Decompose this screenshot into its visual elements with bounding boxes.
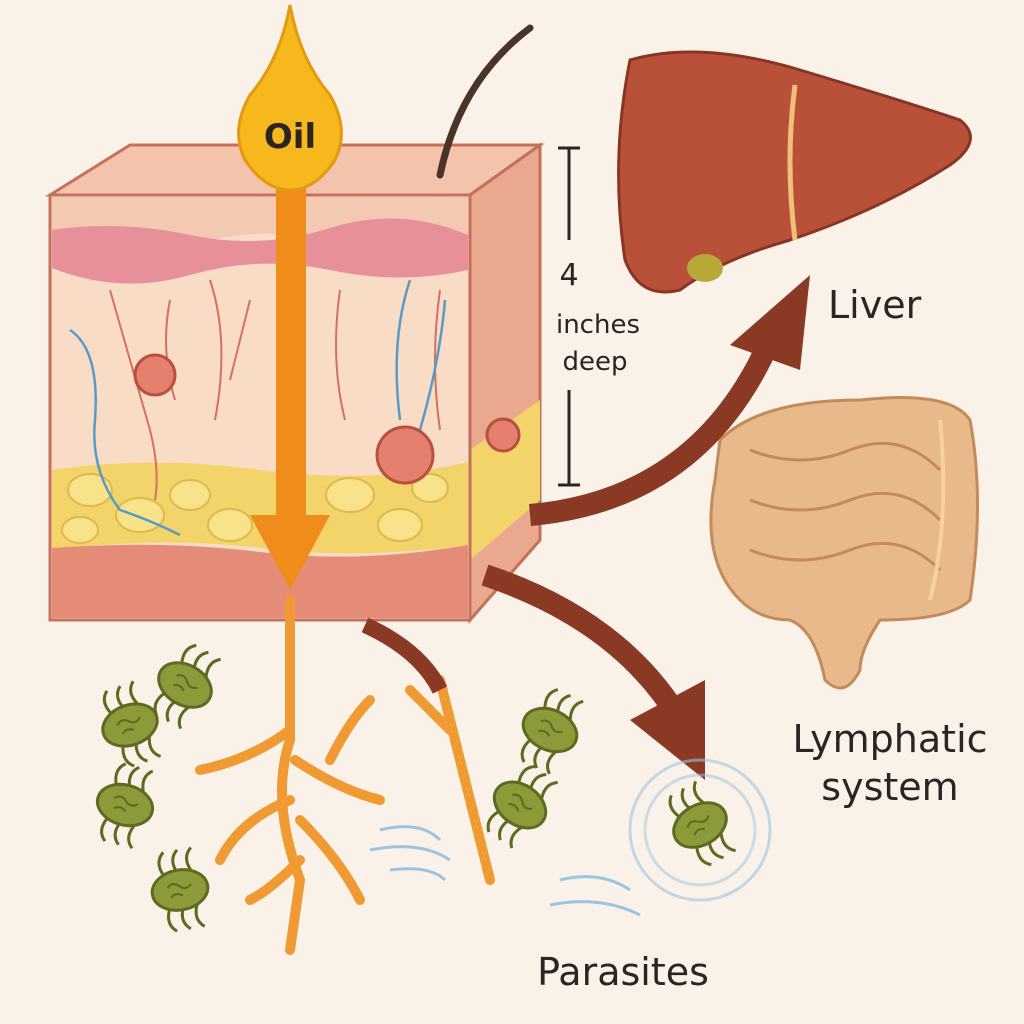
blood-vessels: [109, 279, 441, 501]
oil-arrow-shaft: [276, 170, 306, 520]
oil-label: Oil: [264, 117, 316, 157]
depth-unit: inches: [556, 310, 640, 340]
fat-cells: [61, 473, 449, 544]
depth-number: 4: [559, 258, 578, 293]
cell: [133, 353, 177, 397]
cell: [375, 425, 435, 485]
roots: [195, 595, 495, 955]
parasites-label: Parasites: [537, 950, 709, 994]
skin-cross-section: [44, 142, 545, 624]
depth-scale: [558, 146, 580, 487]
arrow-to-parasites: [481, 564, 690, 726]
ripples: [369, 758, 772, 917]
liver-ligament: [787, 84, 798, 241]
parasite-icon: [150, 846, 210, 933]
dermis-band: [52, 218, 468, 284]
oil-drop-icon: [237, 4, 343, 192]
oil-arrow-head: [250, 515, 330, 590]
parasite-icon: [520, 688, 584, 775]
liver-label: Liver: [828, 283, 922, 327]
lymphatic-label-line2: system: [821, 765, 958, 809]
parasites: [95, 643, 736, 933]
flow-arrows: [361, 335, 781, 726]
liver-icon: [617, 50, 972, 294]
hair-icon: [436, 24, 534, 179]
parasite-icon: [95, 762, 155, 850]
parasite-arrow-head: [630, 680, 705, 780]
intestine-icon: [709, 396, 979, 690]
liver-arrow-head: [730, 275, 810, 370]
depth-word: deep: [563, 347, 628, 377]
cell: [485, 417, 521, 453]
lymphatic-label-line1: Lymphatic: [792, 717, 987, 761]
nerves: [69, 279, 447, 537]
parasite-icon: [486, 765, 558, 849]
parasite-icon: [153, 643, 221, 730]
parasite-icon: [668, 780, 736, 867]
arrow-to-roots: [361, 617, 448, 694]
arrow-to-liver: [529, 335, 781, 526]
gallbladder: [687, 254, 723, 282]
muscle-layer: [52, 544, 468, 618]
parasite-icon: [101, 680, 162, 768]
